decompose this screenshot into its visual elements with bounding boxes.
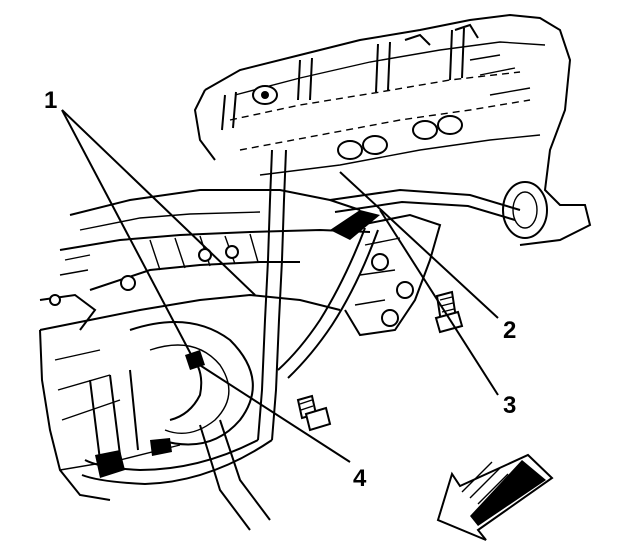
leader-line-1b <box>61 109 256 296</box>
direction-arrow-icon <box>436 453 554 541</box>
wiring-harness <box>81 149 521 486</box>
callout-3: 3 <box>503 392 516 419</box>
intake-manifold <box>193 13 592 246</box>
engine-block <box>39 189 442 531</box>
callouts: 1 2 3 4 <box>44 87 516 492</box>
leader-line-2 <box>339 171 499 319</box>
leader-line-4 <box>194 361 351 463</box>
leader-lines <box>61 109 499 463</box>
callout-1: 1 <box>44 87 57 114</box>
leader-line-3 <box>379 209 499 396</box>
callout-2: 2 <box>503 317 516 344</box>
callout-4: 4 <box>353 465 367 492</box>
bolt-item-4 <box>296 394 332 432</box>
bolt-item-3 <box>434 290 464 334</box>
leader-line-1 <box>61 109 196 363</box>
